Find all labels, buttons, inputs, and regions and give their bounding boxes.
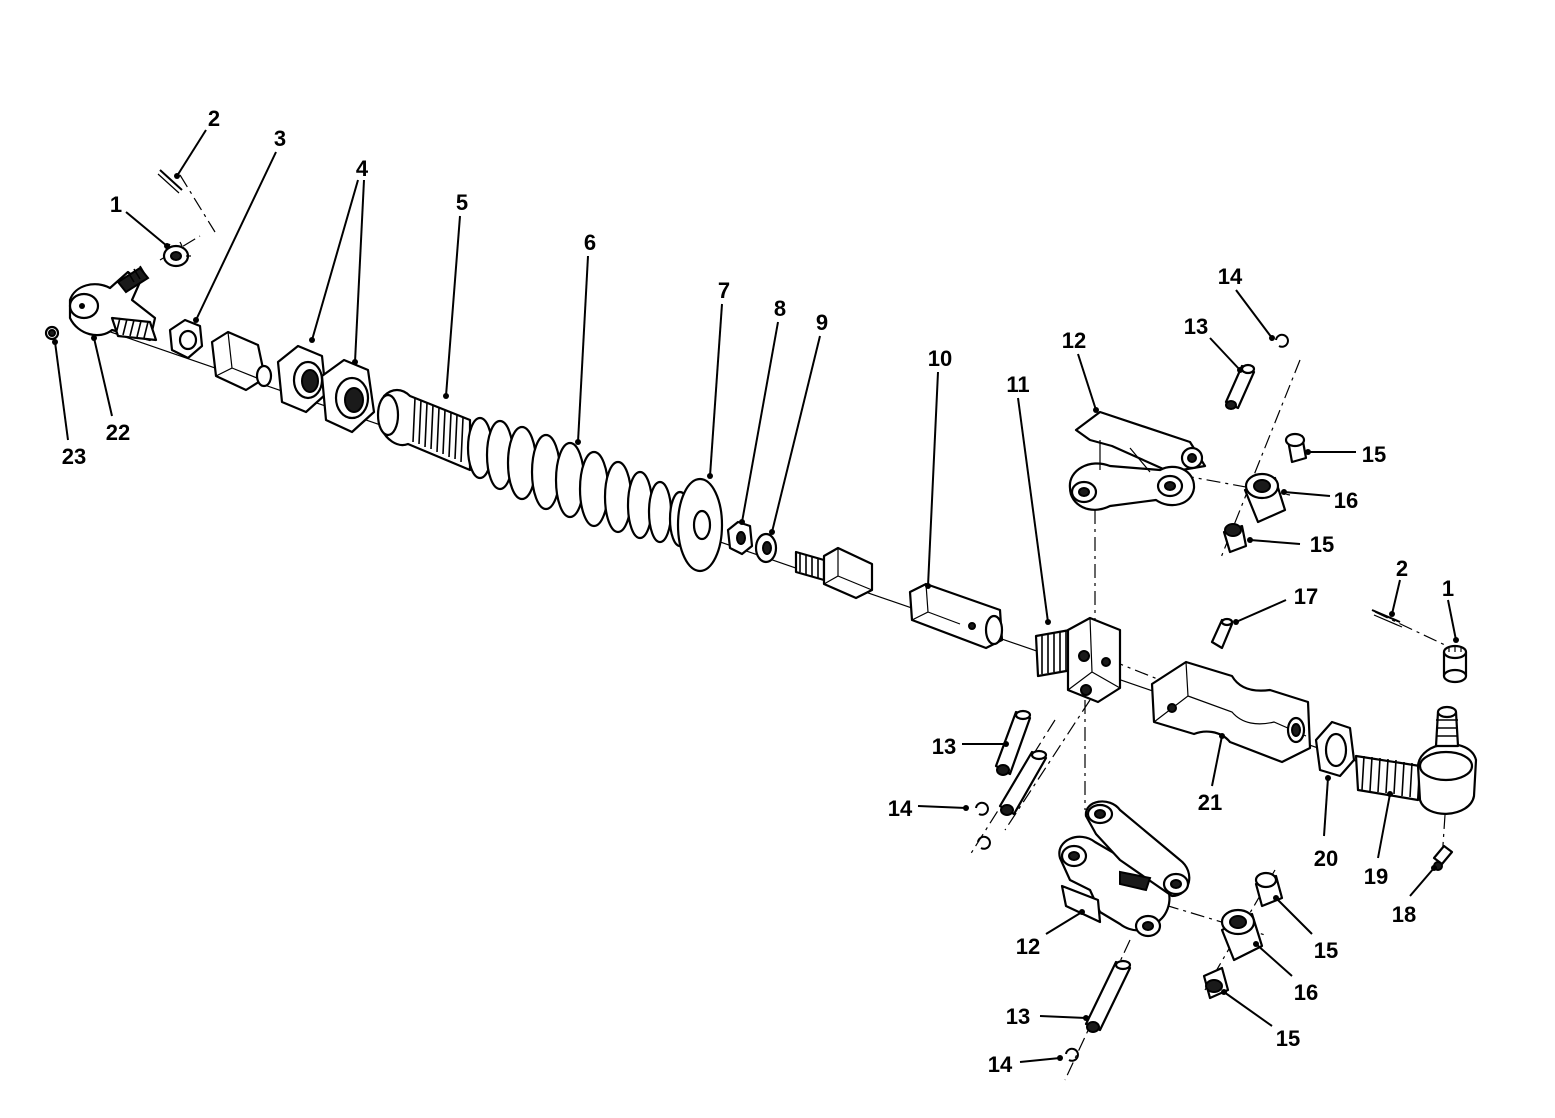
callout-20: 20 [1314,846,1338,871]
callout-5: 5 [456,190,468,215]
shock-body [376,388,472,472]
callout-labels: 1 2 3 4 5 6 7 8 9 10 11 12 13 14 15 16 1… [62,106,1454,1077]
pin-lower-b [998,749,1048,816]
large-nut-pair [276,344,376,434]
castle-nut-left [162,241,191,268]
clip-lower-b [977,835,991,850]
pin-upper [1224,363,1256,410]
callout-23: 23 [62,444,86,469]
small-nut [726,520,754,556]
callout-leaders [52,129,1459,1063]
callout-4: 4 [356,156,369,181]
grease-fitting-right [1432,844,1454,871]
adapter-sleeve [210,330,273,392]
callout-12-lower: 12 [1016,934,1040,959]
callout-2-right: 2 [1396,556,1408,581]
callout-15-lower-b: 15 [1276,1026,1300,1051]
clip-lower-a [975,801,989,816]
coil-spring [466,416,692,548]
callout-14-upper: 14 [1218,264,1243,289]
threaded-block [1034,616,1122,704]
bushing-upper-a [1284,432,1308,464]
jam-nut [168,318,204,360]
callout-7: 7 [718,278,730,303]
tie-rod-end-right [1354,705,1478,815]
shaft-sleeve [908,582,1004,650]
callout-16-upper: 16 [1334,488,1358,513]
callout-22: 22 [106,420,130,445]
callout-21: 21 [1198,790,1222,815]
callout-14-lower-a: 14 [888,796,913,821]
pin-lower-c [1084,959,1132,1033]
callout-17: 17 [1294,584,1318,609]
upper-bracket [1068,410,1207,511]
callout-19: 19 [1364,864,1388,889]
clip-lower-c [1065,1047,1079,1062]
callout-11: 11 [1006,372,1029,397]
bushing-upper-large [1243,472,1287,524]
callout-3: 3 [274,126,286,151]
callout-16-lower: 16 [1294,980,1318,1005]
callout-13-upper: 13 [1184,314,1208,339]
dowel-pin [1210,617,1234,650]
rod-end-housing [1150,660,1312,764]
callout-15-upper-a: 15 [1362,442,1386,467]
spring-seat-washer [676,477,724,573]
callout-1-left: 1 [110,192,122,217]
callout-14-lower-c: 14 [988,1052,1013,1077]
callout-18: 18 [1392,902,1416,927]
callout-1-right: 1 [1442,576,1454,601]
cotter-pin-left [157,169,183,194]
callout-13-lower-a: 13 [932,734,956,759]
bushing-upper-b [1222,523,1248,554]
grease-fitting-left [44,325,60,341]
callout-13-lower-c: 13 [1006,1004,1030,1029]
pin-lower-a [994,709,1032,776]
cotter-pin-right [1371,609,1403,628]
lower-bracket [1058,800,1191,938]
tie-rod-end-left [68,265,158,342]
small-washer [754,532,778,564]
callout-2-left: 2 [208,106,220,131]
callout-12-upper: 12 [1062,328,1086,353]
callout-9: 9 [816,310,828,335]
bushing-lower-large [1220,908,1264,962]
callout-15-upper-b: 15 [1310,532,1334,557]
threaded-rod-end [794,546,874,600]
jam-nut-right [1314,720,1356,778]
callout-10: 10 [928,346,952,371]
clip-upper [1275,333,1289,348]
callout-8: 8 [774,296,786,321]
castle-nut-right [1442,644,1468,684]
callout-6: 6 [584,230,596,255]
callout-15-lower-a: 15 [1314,938,1338,963]
